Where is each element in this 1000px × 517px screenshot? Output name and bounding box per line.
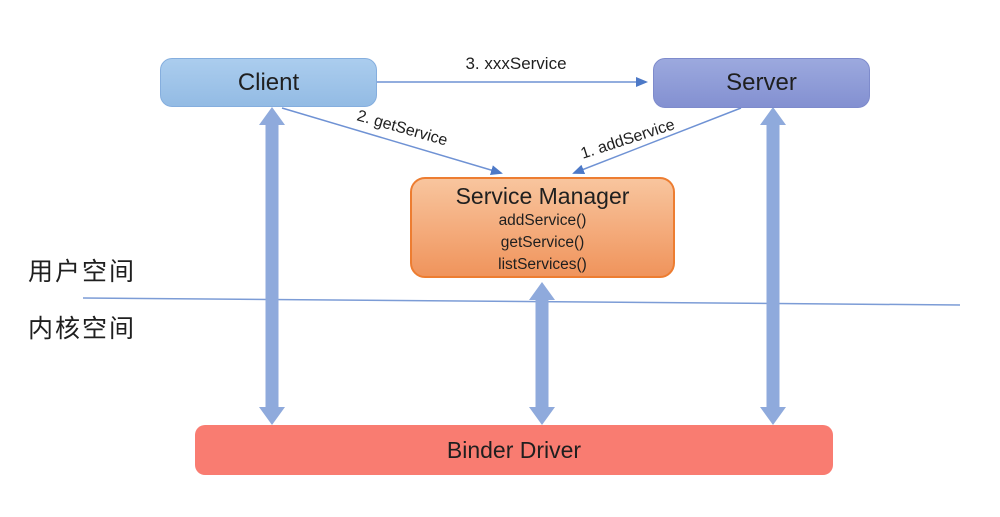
space-boundary-line: [82, 297, 961, 306]
service-manager-method-listservices: listServices(): [498, 256, 587, 273]
server-binder-double-arrow: [760, 107, 786, 425]
service-manager-method-addservice: addService(): [498, 212, 587, 229]
binder-driver-node: Binder Driver: [195, 425, 833, 475]
service-manager-title: Service Manager: [455, 183, 630, 209]
binder-driver-node-label: Binder Driver: [446, 436, 582, 463]
client-node: Client: [160, 58, 377, 107]
server-node: Server: [653, 58, 870, 108]
servicemanager-binder-double-arrow: [529, 282, 555, 425]
client-node-label: Client: [237, 68, 300, 96]
user-space-label: 用户空间: [28, 258, 137, 286]
server-to-servicemanager-line: [572, 107, 742, 175]
service-manager-method-getservice: getService(): [500, 234, 585, 251]
kernel-space-label: 内核空间: [28, 315, 137, 343]
server-node-label: Server: [726, 69, 797, 96]
edge-label-xxxservice: 3. xxxService: [465, 54, 567, 73]
client-to-servicemanager-line: [281, 107, 503, 175]
client-binder-double-arrow: [259, 107, 285, 425]
service-manager-node: Service Manager addService() getService(…: [410, 177, 675, 278]
